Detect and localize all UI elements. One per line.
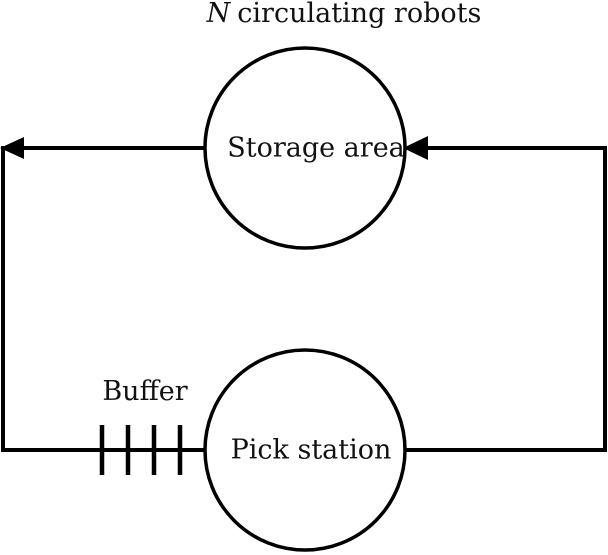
title-variable: N [206,0,232,29]
pick-station-label: Pick station [231,435,392,466]
buffer-queue [99,425,183,475]
storage-area-circle [203,46,407,250]
right-arrowhead [403,136,428,160]
left-arrowhead [0,137,24,159]
storage-area-label: Storage area [227,133,405,164]
pick-station-circle [203,348,407,552]
storage-area-node: Storage area [203,46,407,250]
buffer-label: Buffer [102,376,187,407]
pick-station-node: Pick station [203,348,407,552]
right-flow-line [405,146,607,452]
title-text: circulating robots [237,0,481,29]
